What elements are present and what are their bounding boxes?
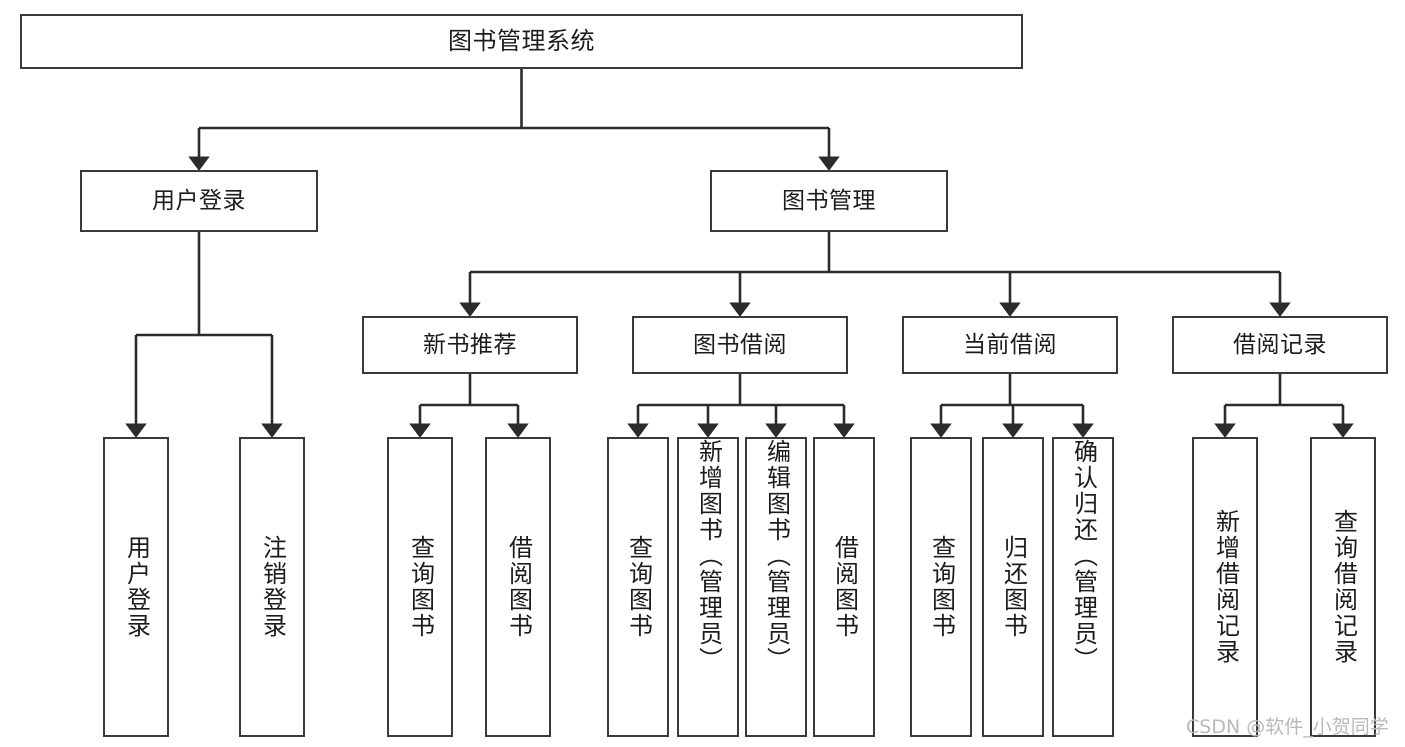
node-leaf-br-query-label: 查询借阅记录: [1329, 509, 1358, 665]
node-leaf-user-logout[interactable]: 注销登录: [239, 437, 305, 737]
node-borrow-record[interactable]: 借阅记录: [1172, 316, 1388, 374]
node-current-borrow-label: 当前借阅: [963, 331, 1057, 358]
node-leaf-user-login-label: 用户登录: [122, 535, 151, 639]
node-book-borrow-label: 图书借阅: [693, 331, 787, 358]
node-leaf-rec-query[interactable]: 查询图书: [387, 437, 453, 737]
node-leaf-user-login[interactable]: 用户登录: [103, 437, 169, 737]
node-leaf-rec-borrow-label: 借阅图书: [504, 535, 533, 639]
node-leaf-bb-borrow[interactable]: 借阅图书: [813, 437, 875, 737]
node-book-borrow[interactable]: 图书借阅: [632, 316, 848, 374]
node-user-login[interactable]: 用户登录: [80, 170, 318, 232]
node-leaf-cb-query[interactable]: 查询图书: [910, 437, 972, 737]
node-leaf-rec-borrow[interactable]: 借阅图书: [485, 437, 551, 737]
node-leaf-bb-edit[interactable]: 编辑图书（管理员）: [745, 437, 807, 737]
node-leaf-cb-return-label: 归还图书: [999, 535, 1028, 639]
node-leaf-bb-add[interactable]: 新增图书（管理员）: [677, 437, 739, 737]
node-leaf-br-add[interactable]: 新增借阅记录: [1192, 437, 1258, 737]
csdn-watermark: CSDN @软件_小贺同学: [1186, 716, 1389, 738]
node-borrow-record-label: 借阅记录: [1233, 331, 1327, 358]
node-leaf-bb-add-label: 新增图书（管理员）: [694, 439, 723, 673]
node-leaf-cb-confirm-label: 确认归还（管理员）: [1069, 439, 1098, 673]
node-leaf-bb-query-label: 查询图书: [624, 535, 653, 639]
node-book-manage-label: 图书管理: [782, 187, 876, 214]
node-leaf-rec-query-label: 查询图书: [406, 535, 435, 639]
node-leaf-bb-edit-label: 编辑图书（管理员）: [762, 439, 791, 673]
node-leaf-cb-query-label: 查询图书: [927, 535, 956, 639]
node-leaf-bb-query[interactable]: 查询图书: [607, 437, 669, 737]
node-user-login-label: 用户登录: [152, 187, 246, 214]
node-root-label: 图书管理系统: [448, 26, 595, 55]
node-new-book-rec[interactable]: 新书推荐: [362, 316, 578, 374]
node-leaf-br-query[interactable]: 查询借阅记录: [1310, 437, 1376, 737]
node-book-manage[interactable]: 图书管理: [710, 170, 948, 232]
node-leaf-bb-borrow-label: 借阅图书: [830, 535, 859, 639]
node-new-book-rec-label: 新书推荐: [423, 331, 517, 358]
node-leaf-br-add-label: 新增借阅记录: [1211, 509, 1240, 665]
node-leaf-cb-return[interactable]: 归还图书: [982, 437, 1044, 737]
node-leaf-user-logout-label: 注销登录: [258, 535, 287, 639]
node-leaf-cb-confirm[interactable]: 确认归还（管理员）: [1052, 437, 1114, 737]
node-current-borrow[interactable]: 当前借阅: [902, 316, 1118, 374]
node-root[interactable]: 图书管理系统: [20, 14, 1023, 69]
